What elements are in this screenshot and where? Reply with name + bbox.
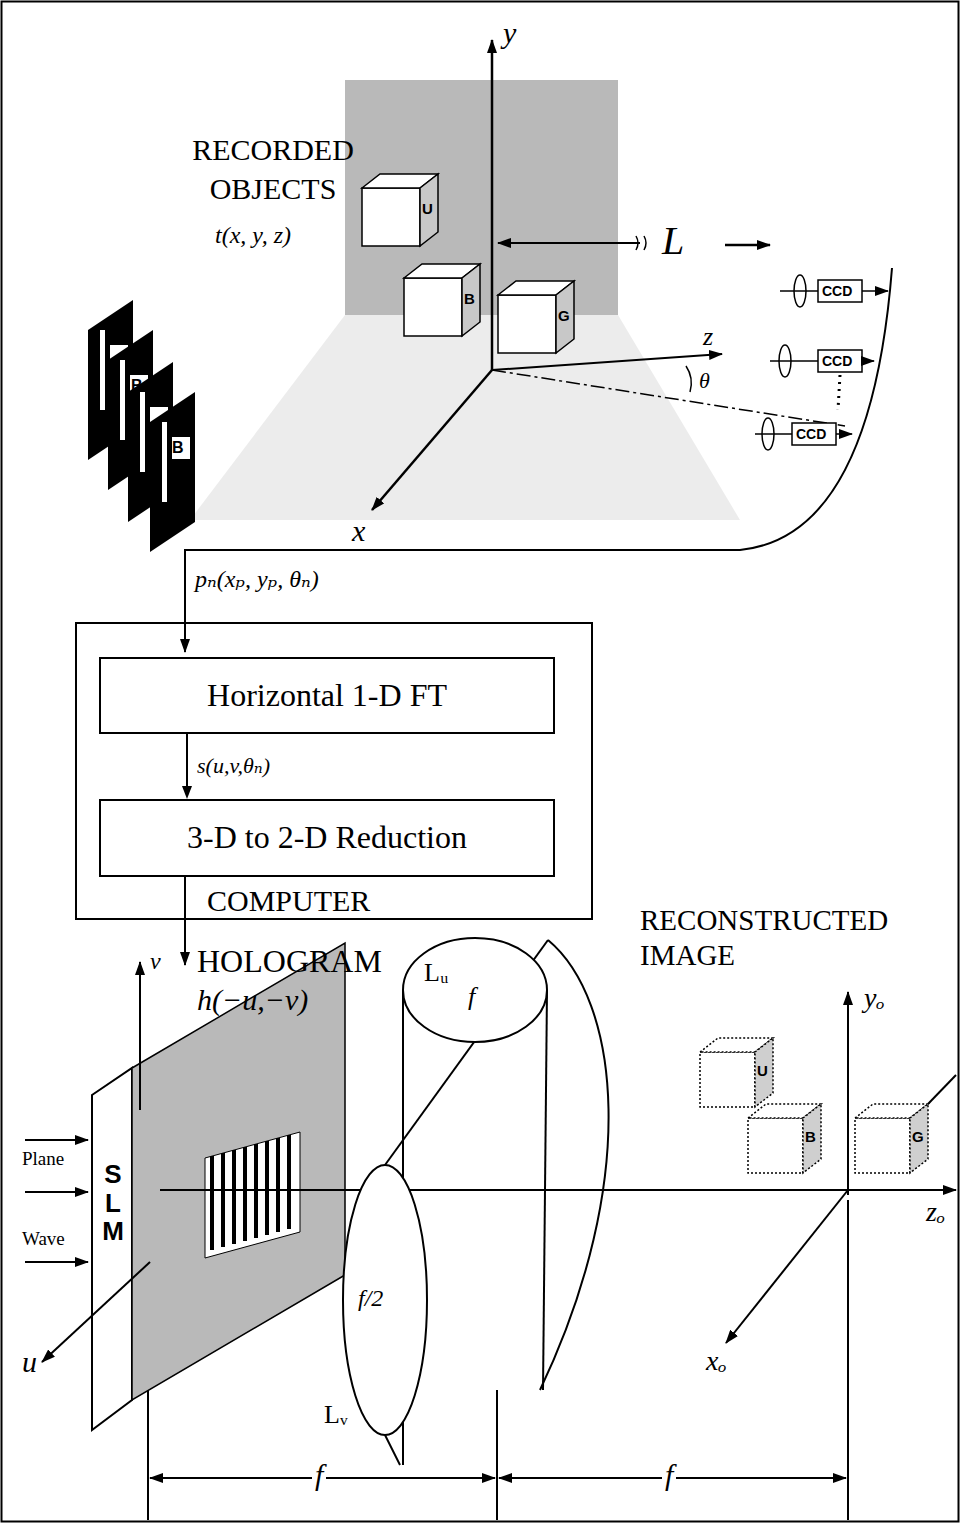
box-text: Horizontal 1-D FT — [101, 659, 553, 732]
figure-label: RECONSTRUCTED IMAGE — [640, 903, 956, 973]
figure-label: h(−u,−v) — [197, 983, 308, 1018]
face-letter: G — [912, 1128, 924, 1145]
process-box: Horizontal 1-D FT — [99, 657, 555, 734]
face-letter: CCD — [822, 283, 852, 299]
box-text: 3-D to 2-D Reduction — [101, 801, 553, 874]
edge-label: s(u,v,θₙ) — [197, 753, 270, 778]
face-letter: SLM — [100, 1160, 126, 1246]
face-letter: B — [805, 1128, 816, 1145]
figure-label: pₙ(xₚ, yₚ, θₙ) — [195, 566, 319, 594]
flow-arrow — [182, 734, 192, 799]
figure-label: f/2 — [358, 1285, 383, 1313]
figure-label: θ — [696, 368, 713, 393]
figure-label: L — [662, 218, 684, 264]
figure-label: HOLOGRAM — [197, 943, 382, 980]
face-letter: CCD — [822, 353, 852, 369]
figure-label: Lᵤ — [424, 958, 448, 988]
figure-label: v — [150, 948, 161, 976]
figure-label: xₒ — [706, 1345, 726, 1377]
box-text: COMPUTER — [207, 884, 370, 919]
computer-box: COMPUTER Horizontal 1-D FT 3-D to 2-D Redu… — [75, 622, 593, 920]
figure-label: f — [312, 1458, 326, 1493]
process-box: 3-D to 2-D Reduction — [99, 799, 555, 877]
figure-label: Wave — [22, 1228, 65, 1250]
figure-label: x — [352, 514, 365, 549]
face-letter: U — [757, 1062, 768, 1079]
figure-label: f — [468, 982, 475, 1012]
figure-label: u — [22, 1345, 37, 1380]
figure-label: t(x, y, z) — [215, 222, 291, 250]
face-letter: B — [131, 377, 143, 395]
face-letter: U — [422, 200, 433, 217]
face-letter: B — [464, 290, 475, 307]
face-letter: G — [558, 307, 570, 324]
figure-label: zₒ — [926, 1196, 945, 1228]
face-letter: CCD — [796, 426, 826, 442]
figure-label: f — [662, 1458, 676, 1493]
figure-label: Lᵥ — [324, 1400, 348, 1430]
face-letter: B — [172, 439, 184, 457]
figure-label: yₒ — [864, 982, 884, 1014]
figure-label: y — [503, 16, 516, 51]
figure-label: z — [703, 322, 713, 352]
figure-label: RECORDED OBJECTS — [168, 130, 378, 208]
figure-label: Plane — [22, 1148, 64, 1170]
